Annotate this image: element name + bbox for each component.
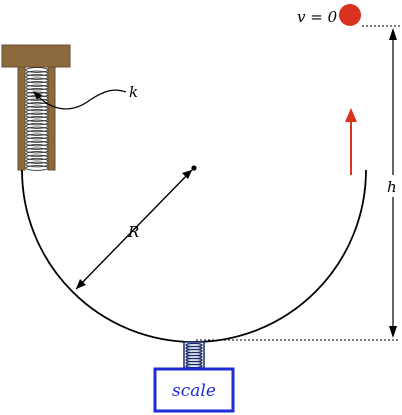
coil-turn <box>25 130 49 136</box>
coil-turn <box>25 70 49 77</box>
coil-turn <box>25 137 49 143</box>
coil-turn <box>25 123 49 129</box>
coil-turn <box>25 158 49 164</box>
coil-turn <box>25 81 49 87</box>
coil-turn <box>25 151 49 157</box>
coil-turn <box>25 116 49 122</box>
coil-turn <box>25 133 49 140</box>
mount-left-post <box>17 66 26 171</box>
coil-turn <box>25 112 49 119</box>
mount-right-post <box>47 66 56 171</box>
coil-turn <box>25 67 49 73</box>
up-arrow-icon <box>345 108 357 175</box>
height-arrowhead-top <box>389 28 397 40</box>
coil-turn <box>25 154 49 161</box>
spring-constant-label: k <box>129 83 138 101</box>
scale-label: scale <box>172 381 216 401</box>
semicircular-track <box>21 169 367 343</box>
center-point <box>191 165 197 171</box>
spring-constant-leader <box>34 89 127 110</box>
radius-arrow <box>75 169 193 290</box>
coil-spring-icon <box>25 67 49 171</box>
coil-turn <box>25 140 49 147</box>
radius-arrowhead-top <box>182 170 192 179</box>
coil-turn <box>25 74 49 80</box>
coil-turn <box>25 165 49 171</box>
coil-turn <box>25 77 49 84</box>
velocity-label: v = 0 <box>297 8 338 26</box>
mount-plate <box>1 44 71 68</box>
radius-label: R <box>127 223 139 241</box>
coil-turn <box>25 161 49 168</box>
coil-turn <box>25 119 49 126</box>
height-label: h <box>387 178 397 196</box>
coil-turn <box>25 102 49 108</box>
height-label-bg <box>384 175 402 197</box>
coil-turn <box>25 109 49 115</box>
red-ball-icon <box>339 4 361 26</box>
spring-constant-leader-arrowhead <box>33 91 42 100</box>
scale-spring <box>183 341 205 369</box>
coil-turn <box>25 126 49 133</box>
coil-turn <box>25 147 49 154</box>
coil-turn <box>25 105 49 112</box>
height-arrowhead-bottom <box>389 326 397 338</box>
coil-turn <box>25 144 49 150</box>
scale-box <box>153 367 235 413</box>
radius-arrowhead-bottom <box>76 279 86 289</box>
coil-turn <box>25 84 49 91</box>
